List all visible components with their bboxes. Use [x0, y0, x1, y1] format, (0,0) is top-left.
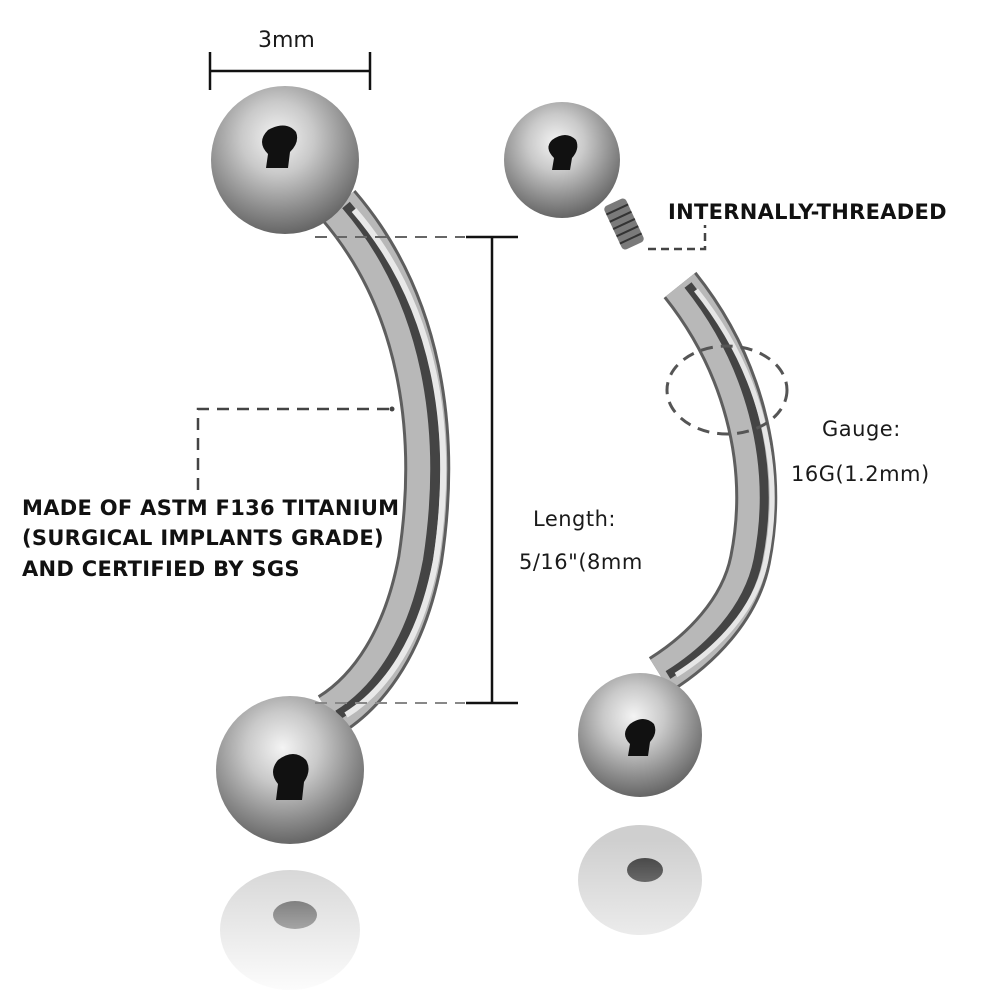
length-value: 5/16"(8mm — [519, 550, 643, 574]
thread-icon — [604, 198, 644, 250]
length-dimension — [315, 235, 518, 705]
material-leader-line — [196, 407, 392, 490]
ball-size-label: 3mm — [258, 28, 315, 53]
gauge-value: 16G(1.2mm) — [791, 462, 930, 486]
material-line-1: MADE OF ASTM F136 TITANIUM — [22, 496, 400, 520]
thread-leader-line — [648, 225, 707, 251]
gauge-indicator — [665, 344, 789, 436]
length-title: Length: — [533, 507, 617, 531]
ball-size-dimension — [208, 52, 372, 90]
gauge-title: Gauge: — [822, 417, 901, 441]
material-line-2: (SURGICAL IMPLANTS GRADE) — [22, 526, 384, 550]
threading-label: INTERNALLY-THREADED — [668, 200, 947, 224]
material-line-3: AND CERTIFIED BY SGS — [22, 557, 300, 581]
